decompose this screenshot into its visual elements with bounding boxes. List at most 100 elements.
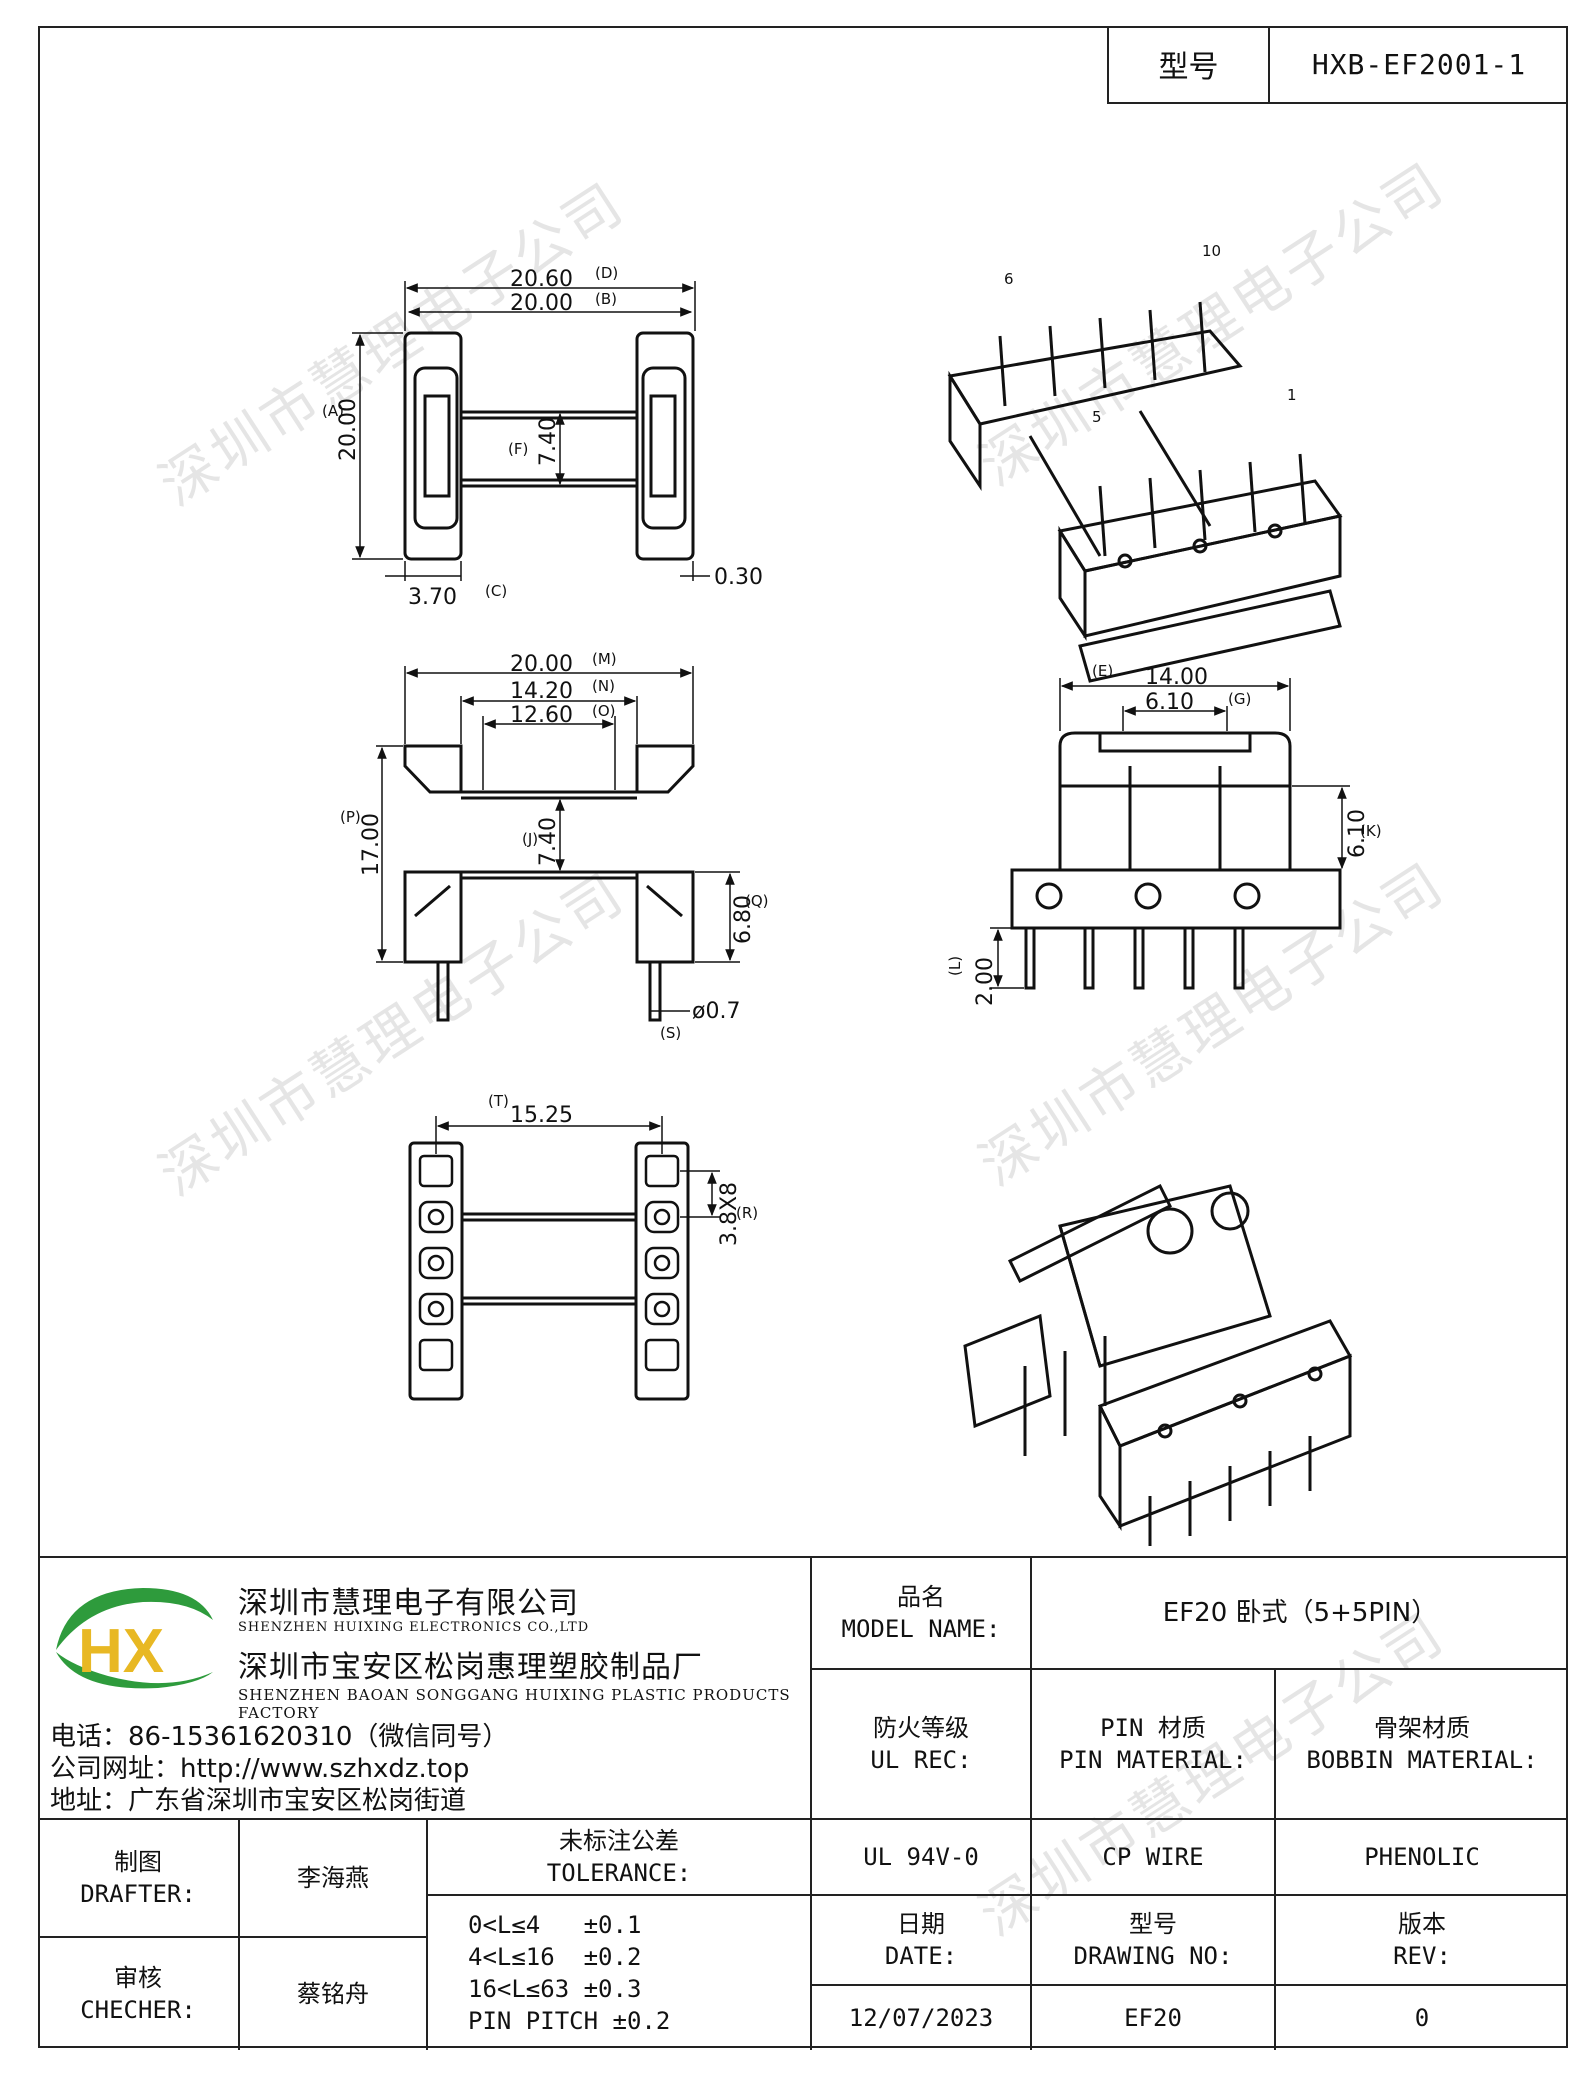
drawing-no-value: EF20 — [1030, 1984, 1274, 2050]
dim-b-tag: (B) — [595, 290, 617, 308]
tolerance-table: 0<L≤4 ±0.1 4<L≤16 ±0.2 16<L≤63 ±0.3 PIN … — [426, 1894, 810, 2050]
dim-q-tag: (Q) — [745, 892, 769, 910]
model-name-en: MODEL NAME: — [841, 1615, 1001, 1643]
tolerance-line: 0<L≤4 ±0.1 — [468, 1911, 642, 1939]
date-value: 12/07/2023 — [810, 1984, 1030, 2050]
dim-s-tag: (S) — [660, 1024, 681, 1042]
iso-view-pins-down — [963, 1183, 1353, 1546]
dim-j-tag: (J) — [522, 830, 538, 848]
side-view — [990, 678, 1350, 990]
front-view — [376, 666, 740, 1022]
pin-label-6: 6 — [1004, 270, 1014, 288]
checker-label: 审核 CHECHER: — [38, 1936, 238, 2050]
dim-m-tag: (M) — [592, 650, 617, 668]
checker-en: CHECHER: — [80, 1996, 196, 2024]
drawing-no-cn: 型号 — [1129, 1910, 1177, 1938]
dim-j: 7.40 — [536, 817, 561, 866]
rev-label: 版本 REV: — [1274, 1894, 1568, 1984]
dim-n-tag: (N) — [592, 677, 615, 695]
dim-r: 3.8X8 — [717, 1182, 742, 1246]
drawing-sheet-border — [38, 26, 1568, 2048]
dim-t-tag: (T) — [488, 1092, 509, 1110]
company-address: 地址：广东省深圳市宝安区松岗街道 — [50, 1786, 467, 1816]
pin-material-label: PIN 材质 PIN MATERIAL: — [1030, 1668, 1274, 1818]
dim-e: 14.00 — [1145, 665, 1208, 690]
bobbin-material-cn: 骨架材质 — [1374, 1714, 1470, 1742]
dim-c-tag: (C) — [485, 582, 507, 600]
dim-c: 3.70 — [408, 585, 457, 610]
dim-o-tag: (O) — [592, 702, 616, 720]
dim-k-tag: (K) — [1360, 822, 1382, 840]
dim-f-tag: (F) — [508, 440, 528, 458]
dim-t-top: 0.30 — [714, 565, 763, 590]
date-cn: 日期 — [897, 1910, 945, 1938]
bottom-view — [408, 1116, 720, 1401]
rev-cn: 版本 — [1398, 1910, 1446, 1938]
dim-a: 20.00 — [336, 398, 361, 461]
dim-n: 14.20 — [510, 679, 573, 704]
checker-cn: 审核 — [114, 1964, 162, 1992]
factory-name-en: SHENZHEN BAOAN SONGGANG HUIXING PLASTIC … — [238, 1686, 791, 1722]
dim-m: 20.00 — [510, 652, 573, 677]
rev-en: REV: — [1393, 1942, 1451, 1970]
date-label: 日期 DATE: — [810, 1894, 1030, 1984]
title-block: HX 深圳市慧理电子有限公司 SHENZHEN HUIXING ELECTRON… — [38, 1556, 1568, 2050]
tolerance-label: 未标注公差 TOLERANCE: — [426, 1818, 810, 1894]
dim-o: 12.60 — [510, 703, 573, 728]
model-name-value: EF20 卧式（5+5PIN） — [1030, 1558, 1568, 1668]
pin-material-en: PIN MATERIAL: — [1059, 1746, 1247, 1774]
company-name-cn: 深圳市慧理电子有限公司 — [238, 1586, 579, 1621]
drafter-cn: 制图 — [114, 1848, 162, 1876]
factory-name-cn: 深圳市宝安区松岗惠理塑胶制品厂 — [238, 1650, 703, 1685]
top-view — [352, 281, 710, 581]
dim-e-tag: (E) — [1092, 662, 1113, 680]
dim-k: 6.10 — [1345, 809, 1370, 858]
dim-g-tag: (G) — [1228, 690, 1251, 708]
technical-drawing: 20.60 (D) 20.00 (B) 20.00 (A) 7.40 (F) 3… — [322, 242, 1382, 1546]
dim-p-tag: (P) — [340, 808, 361, 826]
dim-l-tag: (L) — [946, 956, 964, 976]
ul-rec-label: 防火等级 UL REC: — [810, 1668, 1030, 1818]
ul-rec-en: UL REC: — [870, 1746, 972, 1774]
company-phone: 电话：86-15361620310（微信同号） — [50, 1722, 509, 1752]
dim-s: ø0.7 — [692, 999, 740, 1024]
ul-rec-value: UL 94V-0 — [810, 1818, 1030, 1894]
pin-label-1: 1 — [1287, 386, 1297, 404]
date-en: DATE: — [884, 1942, 958, 1970]
pin-label-10: 10 — [1202, 242, 1221, 260]
dim-g: 6.10 — [1145, 690, 1194, 715]
pin-material-cn: PIN 材质 — [1100, 1714, 1206, 1742]
drawing-no-label: 型号 DRAWING NO: — [1030, 1894, 1274, 1984]
rev-value: 0 — [1274, 1984, 1568, 2050]
drafter-name: 李海燕 — [238, 1818, 426, 1936]
model-label: 型号 — [1109, 26, 1270, 102]
company-name-en: SHENZHEN HUIXING ELECTRONICS CO.,LTD — [238, 1620, 590, 1635]
drafter-label: 制图 DRAFTER: — [38, 1818, 238, 1936]
dim-d: 20.60 — [510, 267, 573, 292]
ul-rec-cn: 防火等级 — [873, 1714, 969, 1742]
tolerance-line: 16<L≤63 ±0.3 — [468, 1975, 642, 2003]
checker-name: 蔡铭舟 — [238, 1936, 426, 2050]
dim-d-tag: (D) — [595, 264, 618, 282]
drawing-no-en: DRAWING NO: — [1073, 1942, 1233, 1970]
dim-t: 15.25 — [510, 1103, 573, 1128]
tolerance-en: TOLERANCE: — [546, 1859, 692, 1887]
bobbin-material-value: PHENOLIC — [1274, 1818, 1568, 1894]
pin-material-value: CP WIRE — [1030, 1818, 1274, 1894]
dim-p: 17.00 — [359, 813, 384, 876]
model-number-box: 型号 HXB-EF2001-1 — [1107, 26, 1568, 104]
dim-f: 7.40 — [536, 417, 561, 466]
logo-text: HX — [78, 1617, 164, 1686]
drafter-en: DRAFTER: — [80, 1880, 196, 1908]
bobbin-material-label: 骨架材质 BOBBIN MATERIAL: — [1274, 1668, 1568, 1818]
model-value: HXB-EF2001-1 — [1311, 47, 1527, 81]
company-website: 公司网址：http://www.szhxdz.top — [50, 1754, 470, 1784]
dim-l: 2.00 — [973, 957, 998, 1006]
dim-a-tag: (A) — [322, 402, 344, 420]
tolerance-line: PIN PITCH ±0.2 — [468, 2007, 671, 2035]
dim-q: 6.80 — [731, 895, 756, 944]
dim-b: 20.00 — [510, 291, 573, 316]
company-logo: HX — [56, 1588, 213, 1689]
tolerance-cn: 未标注公差 — [559, 1827, 679, 1855]
iso-view-pins-up — [947, 301, 1343, 683]
